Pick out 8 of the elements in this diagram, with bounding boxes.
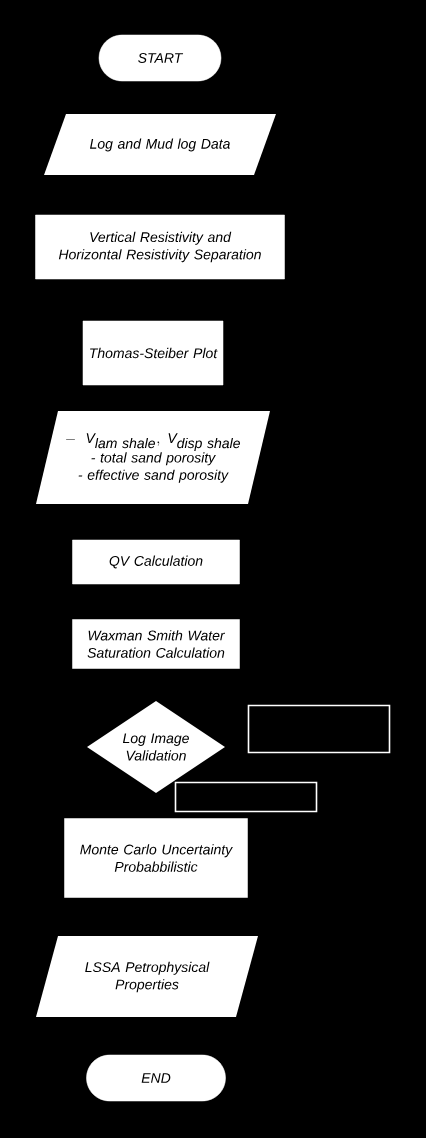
process-box: Vertical Resistivity and Horizontal Resistivity Separation <box>35 214 285 280</box>
empty-box <box>174 781 318 813</box>
data-parallelogram: $-\ \ \textit{V}_{\textit{lam shale}},\ \textit{V}_{\textit{disp shale}}$ - total sand porosity - effective sand porosity <box>36 411 270 504</box>
empty-box <box>247 704 391 754</box>
process-box: QV Calculation <box>72 539 240 585</box>
process-box: Monte Carlo Uncertainty Probabbilistic <box>64 818 248 898</box>
process-box: Thomas-Steiber Plot <box>82 320 224 386</box>
process-box: Waxman Smith Water Saturation Calculation <box>72 619 240 669</box>
